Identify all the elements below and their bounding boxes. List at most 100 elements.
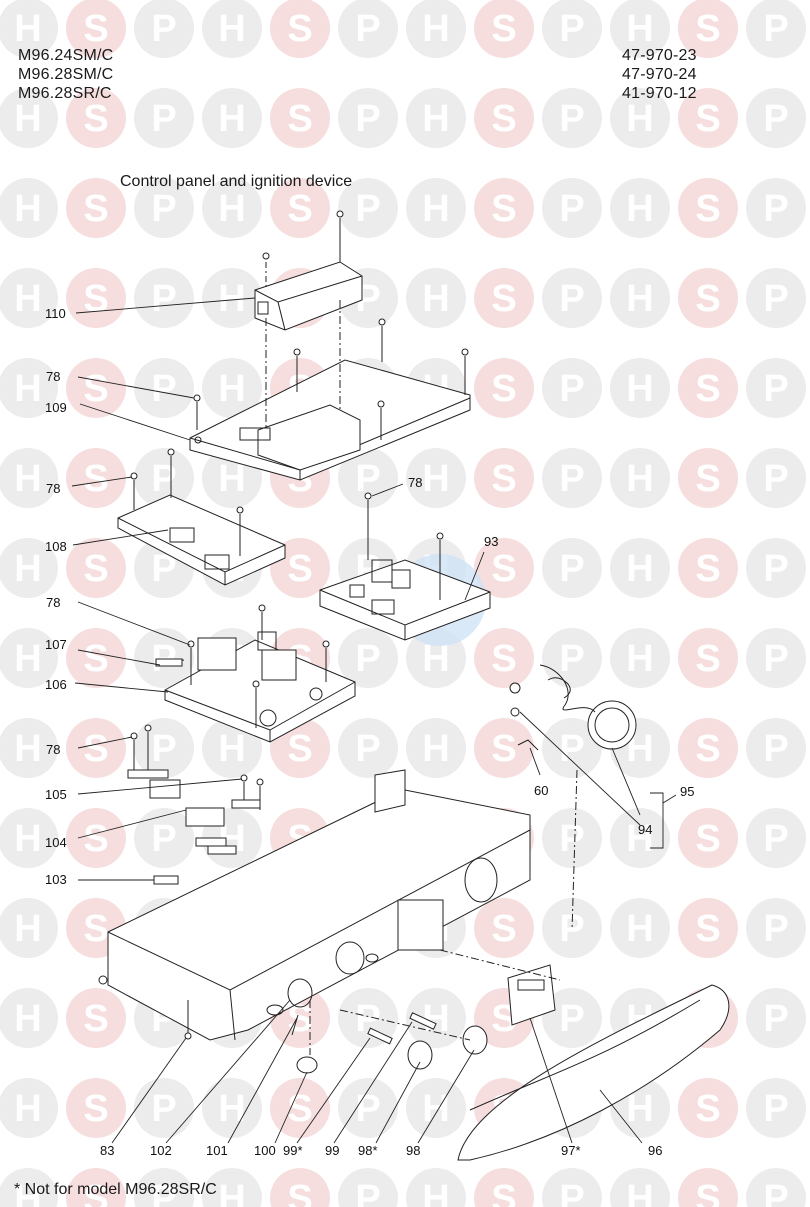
- watermark-letter: S: [695, 638, 720, 680]
- watermark-letter: S: [83, 638, 108, 680]
- watermark-circle: [202, 1168, 262, 1207]
- watermark-letter: S: [695, 278, 720, 320]
- parts-103-105-connectors: [127, 724, 264, 885]
- watermark-letter: S: [491, 1178, 516, 1207]
- watermark-letter: S: [695, 458, 720, 500]
- watermark-circle: [542, 88, 602, 148]
- part-number: 47-970-24: [622, 66, 697, 83]
- watermark-letter: S: [695, 368, 720, 410]
- watermark-circle: [66, 1078, 126, 1138]
- watermark-circle: [746, 268, 806, 328]
- watermark-circle: [746, 448, 806, 508]
- watermark-circle: [66, 988, 126, 1048]
- watermark-circle: [746, 628, 806, 688]
- watermark-letter: P: [151, 818, 176, 860]
- watermark-circle: [406, 268, 466, 328]
- watermark-letter: H: [422, 458, 449, 500]
- watermark-circle: [66, 538, 126, 598]
- callout-98-star: 98*: [358, 1143, 378, 1158]
- watermark-letter: H: [626, 638, 653, 680]
- watermark-circle: [0, 1168, 58, 1207]
- watermark-letter: H: [626, 98, 653, 140]
- watermark-circle: [474, 538, 534, 598]
- watermark-letter: P: [763, 458, 788, 500]
- watermark-letter: H: [14, 98, 41, 140]
- watermark-letter: H: [14, 728, 41, 770]
- watermark-letter: S: [83, 908, 108, 950]
- callout-99-star: 99*: [283, 1143, 303, 1158]
- watermark-letter: P: [559, 638, 584, 680]
- watermark-letter: H: [14, 278, 41, 320]
- callout-106: 106: [45, 677, 67, 692]
- part-number-list: 47-970-23 47-970-24 41-970-12: [622, 46, 697, 103]
- watermark-letter: P: [559, 1178, 584, 1207]
- watermark-circle: [746, 178, 806, 238]
- callout-101: 101: [206, 1143, 228, 1158]
- watermark-letter: H: [218, 368, 245, 410]
- watermark-circle: [0, 88, 58, 148]
- watermark-letter: H: [218, 1088, 245, 1130]
- watermark-circle: [202, 1078, 262, 1138]
- watermark-letter: P: [763, 188, 788, 230]
- watermark-circle: [338, 988, 398, 1048]
- watermark-letter: H: [422, 8, 449, 50]
- watermark-letter: P: [559, 998, 584, 1040]
- watermark-circle: [474, 358, 534, 418]
- callout-78: 78: [46, 481, 60, 496]
- watermark-circle: [134, 358, 194, 418]
- watermark-circle: [0, 178, 58, 238]
- watermark-letter: S: [287, 1178, 312, 1207]
- watermark-letter: P: [559, 728, 584, 770]
- watermark-letter: S: [83, 278, 108, 320]
- watermark-letter: H: [14, 548, 41, 590]
- part-97-display: [439, 769, 578, 1026]
- watermark-letter: H: [626, 1088, 653, 1130]
- watermark-circle: [610, 268, 670, 328]
- watermark-letter: P: [355, 8, 380, 50]
- watermark-circle: [746, 808, 806, 868]
- watermark-circle: [338, 88, 398, 148]
- watermark-letter: H: [14, 818, 41, 860]
- watermark-letter: S: [695, 188, 720, 230]
- watermark-letter: H: [218, 8, 245, 50]
- watermark-letter: H: [14, 1178, 41, 1207]
- leader-lines: [71, 297, 677, 1144]
- watermark-letter: P: [763, 8, 788, 50]
- watermark-letter: P: [559, 548, 584, 590]
- watermark-circle: [134, 178, 194, 238]
- watermark-circle: [746, 988, 806, 1048]
- watermark-letter: S: [287, 8, 312, 50]
- watermark-circle: [270, 88, 330, 148]
- watermark-circle: [542, 538, 602, 598]
- watermark-letter: H: [218, 458, 245, 500]
- watermark-letter: H: [14, 638, 41, 680]
- watermark-circle: [406, 1078, 466, 1138]
- watermark-circle: [0, 898, 58, 958]
- watermark-letter: S: [83, 8, 108, 50]
- callout-94: 94: [638, 822, 652, 837]
- watermark-letter: P: [151, 1088, 176, 1130]
- watermark-letter: P: [559, 368, 584, 410]
- watermark-letter: S: [491, 278, 516, 320]
- watermark-letter: S: [287, 548, 312, 590]
- watermark-letter: S: [695, 1088, 720, 1130]
- watermark-circle: [678, 628, 738, 688]
- watermark-circle: [474, 898, 534, 958]
- watermark-circle: [406, 988, 466, 1048]
- watermark-circle: [406, 1168, 466, 1207]
- watermark-circle: [678, 358, 738, 418]
- watermark-circle: [66, 88, 126, 148]
- watermark-circle: [66, 718, 126, 778]
- part-106-main-pcb: [155, 604, 356, 743]
- watermark-letter: H: [218, 188, 245, 230]
- watermark-letter: P: [151, 8, 176, 50]
- part-109-plate: [189, 300, 471, 481]
- watermark-letter: P: [559, 8, 584, 50]
- part-95-gauge: [509, 664, 637, 751]
- watermark-circle: [66, 628, 126, 688]
- callout-83: 83: [100, 1143, 114, 1158]
- watermark-letter: P: [559, 458, 584, 500]
- watermark-circle: [746, 88, 806, 148]
- watermark-circle: [542, 178, 602, 238]
- watermark-circle: [202, 268, 262, 328]
